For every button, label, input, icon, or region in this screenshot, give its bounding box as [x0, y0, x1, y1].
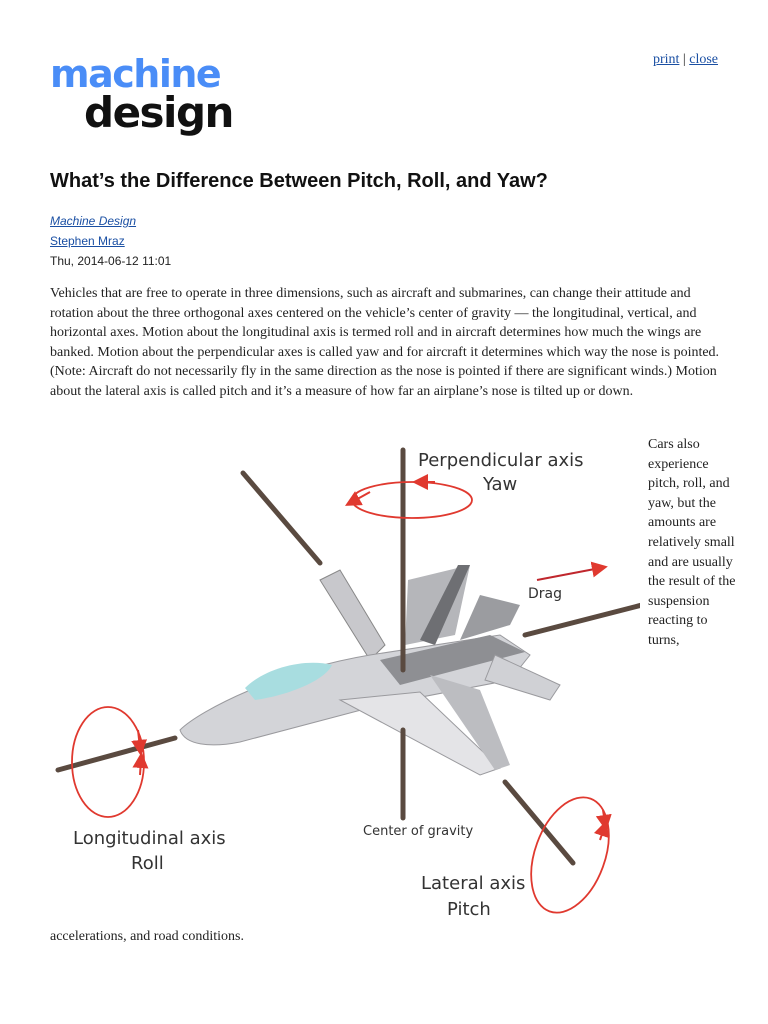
side-paragraph: Cars also experience pitch, roll, and ya… [648, 437, 736, 648]
drag-label: Drag [528, 586, 562, 602]
drag-arrow [536, 561, 608, 581]
lateral-axis-upper [240, 470, 323, 566]
longitudinal-axis-label: Longitudinal axis [73, 828, 226, 849]
fighter-jet-illustration [179, 565, 561, 776]
lateral-axis-lower [502, 779, 576, 866]
aircraft-axes-diagram: Perpendicular axis Yaw Drag Longitudinal… [55, 447, 640, 920]
article-paragraph: Vehicles that are free to operate in thr… [50, 286, 720, 399]
longitudinal-axis-front [55, 735, 178, 773]
article-title: What’s the Difference Between Pitch, Rol… [50, 170, 548, 192]
publication-link[interactable]: Machine Design [50, 214, 137, 228]
longitudinal-axis-rear [522, 602, 640, 638]
end-paragraph: accelerations, and road conditions. [50, 929, 244, 944]
pitch-rotation-arrow [530, 796, 610, 914]
perpendicular-axis-label: Perpendicular axis [418, 450, 584, 471]
roll-label: Roll [131, 853, 164, 874]
machine-design-logo: machine design [50, 52, 234, 147]
link-separator: | [682, 52, 686, 67]
yaw-label: Yaw [482, 474, 517, 495]
logo-line-machine: machine [50, 52, 222, 96]
yaw-rotation-arrow [351, 481, 473, 519]
article-meta: Machine Design Stephen Mraz Thu, 2014-06… [50, 211, 171, 271]
pitch-label: Pitch [447, 899, 491, 920]
author-link[interactable]: Stephen Mraz [50, 234, 125, 248]
print-link[interactable]: print [652, 52, 680, 67]
article-date: Thu, 2014-06-12 11:01 [50, 254, 172, 268]
center-of-gravity-label: Center of gravity [363, 824, 474, 839]
lateral-axis-label: Lateral axis [421, 873, 525, 894]
logo-line-design: design [84, 88, 234, 137]
close-link[interactable]: close [689, 52, 718, 67]
top-links: print | close [653, 52, 718, 68]
